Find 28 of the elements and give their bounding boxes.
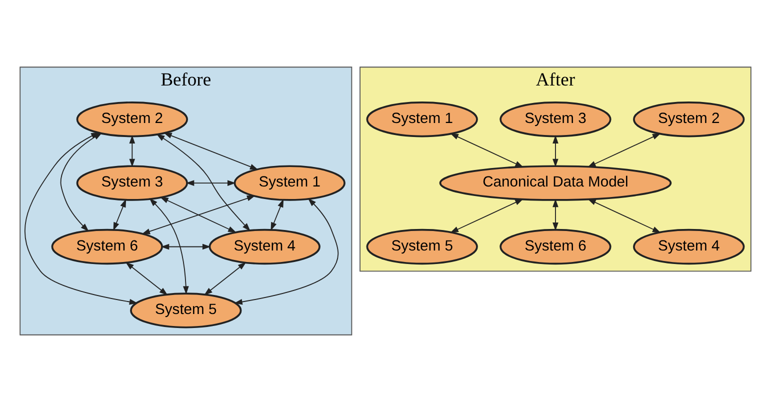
arrow (450, 198, 524, 233)
arrow (450, 133, 524, 168)
node-ellipse: System 3 (500, 102, 612, 138)
arrow (126, 262, 168, 296)
arrow (552, 135, 558, 168)
arrow (587, 133, 661, 168)
arrow (142, 196, 256, 234)
node-ellipse: System 1 (366, 102, 478, 138)
arrow (204, 262, 246, 296)
node-ellipse: System 5 (366, 228, 478, 265)
arrow (186, 180, 236, 186)
arrow (129, 135, 136, 168)
arrow (270, 198, 284, 231)
arrow (160, 244, 211, 250)
arrow (113, 198, 126, 231)
node-ellipse: System 6 (500, 228, 612, 265)
arrow (163, 132, 258, 170)
arrow (156, 134, 250, 232)
arrow (149, 198, 189, 295)
node-ellipse: System 4 (633, 228, 745, 265)
node-ellipse: System 3 (76, 165, 188, 201)
node-ellipse: Canonical Data Model (439, 165, 672, 201)
arrow (552, 198, 558, 231)
arrow (588, 198, 661, 233)
node-ellipse: System 4 (208, 228, 320, 265)
node-ellipse: System 2 (633, 102, 745, 138)
arrow (160, 196, 236, 233)
arrow (234, 198, 339, 305)
